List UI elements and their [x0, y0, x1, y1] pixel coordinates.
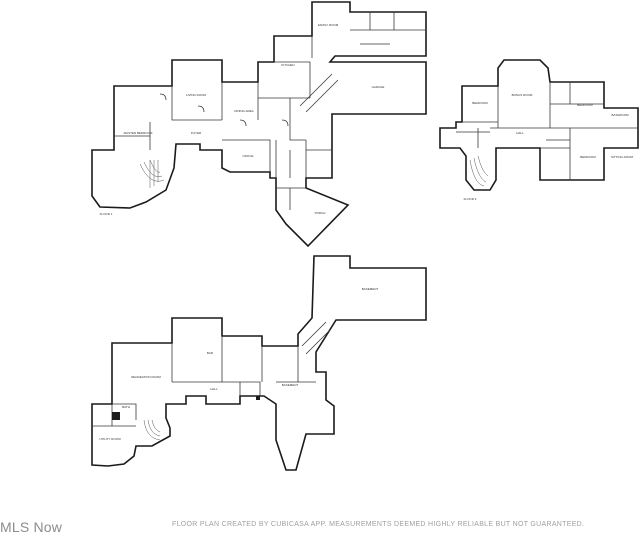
floor-plan-disclaimer: FLOOR PLAN CREATED BY CUBICASA APP. MEAS… [172, 521, 585, 528]
mls-watermark: MLS Now [0, 519, 63, 535]
svg-text:PORCH: PORCH [315, 211, 326, 215]
svg-text:BASEMENT: BASEMENT [362, 287, 379, 291]
svg-text:BEDROOM: BEDROOM [472, 101, 488, 105]
upper-floor-label: FLOOR 2 [464, 197, 477, 201]
svg-text:RECREATION ROOM: RECREATION ROOM [131, 375, 161, 379]
svg-text:HALL: HALL [516, 131, 524, 135]
svg-text:BASEMENT: BASEMENT [282, 383, 299, 387]
svg-text:FAMILY ROOM: FAMILY ROOM [318, 23, 339, 27]
svg-text:BATHROOM: BATHROOM [611, 113, 629, 117]
svg-text:BEDROOM: BEDROOM [577, 103, 593, 107]
svg-text:MASTER BEDROOM: MASTER BEDROOM [124, 131, 153, 135]
main-floor-outline [91, 1, 427, 248]
main-floor-label: FLOOR 1 [100, 212, 113, 216]
svg-text:GARAGE: GARAGE [372, 85, 385, 89]
svg-text:LIVING ROOM: LIVING ROOM [186, 93, 207, 97]
upper-floor-outline [439, 59, 639, 191]
svg-text:SITTING ROOM: SITTING ROOM [611, 155, 634, 159]
upper-floor-plan: BEDROOM BONUS ROOM BEDROOM BATHROOM BEDR… [439, 59, 639, 201]
svg-text:BAR: BAR [207, 351, 214, 355]
svg-text:BONUS ROOM: BONUS ROOM [512, 93, 533, 97]
lower-floor-outline [91, 255, 427, 471]
svg-text:UTILITY ROOM: UTILITY ROOM [99, 437, 121, 441]
svg-text:HALL: HALL [210, 387, 218, 391]
svg-text:BEDROOM: BEDROOM [580, 155, 596, 159]
svg-text:OFFICE: OFFICE [243, 154, 254, 158]
lower-floor-plan: RECREATION ROOM BAR BASEMENT BASEMENT UT… [91, 255, 427, 471]
svg-text:KITCHEN: KITCHEN [281, 63, 294, 67]
svg-text:FOYER: FOYER [191, 131, 202, 135]
svg-text:DINING AREA: DINING AREA [234, 109, 253, 113]
svg-text:BATH: BATH [122, 405, 130, 409]
main-floor-plan: MASTER BEDROOM LIVING ROOM DINING AREA F… [91, 1, 427, 248]
